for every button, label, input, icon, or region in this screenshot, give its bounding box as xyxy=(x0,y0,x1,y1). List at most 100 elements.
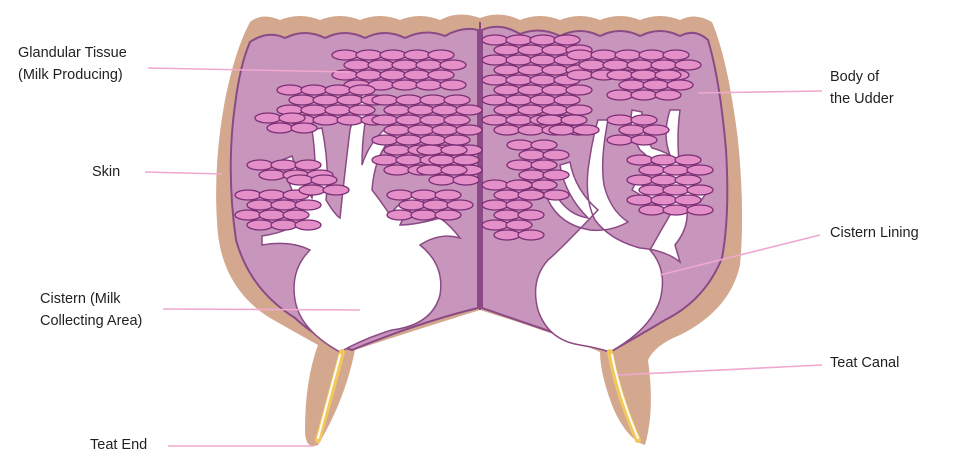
lobule xyxy=(235,190,261,200)
lobule xyxy=(663,50,689,60)
lobule xyxy=(344,60,370,70)
lobule xyxy=(440,60,466,70)
label-body-of-udder: Body of the Udder xyxy=(830,66,894,110)
lobule xyxy=(667,80,693,90)
lobule xyxy=(655,70,681,80)
lobule xyxy=(384,105,410,115)
lobule xyxy=(518,105,544,115)
lobule xyxy=(399,200,425,210)
lobule xyxy=(384,145,410,155)
lobule xyxy=(687,165,713,175)
label-glandular-tissue-line1: Glandular Tissue xyxy=(18,42,127,64)
label-teat-canal: Teat Canal xyxy=(830,352,899,374)
lobule xyxy=(506,75,532,85)
lobule xyxy=(639,165,665,175)
lobule xyxy=(567,50,593,60)
lobule xyxy=(687,185,713,195)
lobule xyxy=(420,115,446,125)
lobule xyxy=(627,195,653,205)
lobule xyxy=(259,170,285,180)
lobule xyxy=(607,90,633,100)
lobule xyxy=(607,115,633,125)
lobule xyxy=(271,220,297,230)
lobule xyxy=(428,50,454,60)
lobule xyxy=(289,95,315,105)
lobule xyxy=(619,80,645,90)
lobule xyxy=(519,170,545,180)
lobule xyxy=(554,35,580,45)
lobule xyxy=(396,115,422,125)
lobule xyxy=(627,60,653,70)
lobule xyxy=(537,115,563,125)
lobule xyxy=(429,155,455,165)
lobule xyxy=(518,65,544,75)
lobule xyxy=(482,75,508,85)
lobule xyxy=(482,220,508,230)
lobule xyxy=(301,105,327,115)
lobule xyxy=(417,165,443,175)
lobule xyxy=(247,220,273,230)
lobule xyxy=(530,95,556,105)
lobule xyxy=(507,140,533,150)
lobule xyxy=(494,65,520,75)
lobule xyxy=(420,95,446,105)
lobule xyxy=(651,155,677,165)
lobule xyxy=(255,113,281,123)
lobule xyxy=(435,210,461,220)
lobule xyxy=(416,60,442,70)
lobule xyxy=(247,160,273,170)
lobule xyxy=(506,115,532,125)
lobule xyxy=(453,155,479,165)
lobule xyxy=(440,80,466,90)
lobule xyxy=(482,115,508,125)
lobule xyxy=(356,50,382,60)
lobule xyxy=(543,190,569,200)
lobule xyxy=(518,45,544,55)
lobule xyxy=(687,205,713,215)
lobule xyxy=(506,95,532,105)
lobule xyxy=(549,125,575,135)
lobule xyxy=(631,70,657,80)
lobule xyxy=(482,200,508,210)
lobule xyxy=(444,115,470,125)
lobule xyxy=(531,160,557,170)
lobule xyxy=(631,90,657,100)
lobule xyxy=(279,113,305,123)
lobule xyxy=(408,105,434,115)
lobule xyxy=(396,95,422,105)
lobule xyxy=(325,105,351,115)
lobule xyxy=(566,105,592,115)
lobule xyxy=(643,125,669,135)
lobule xyxy=(435,190,461,200)
lobule xyxy=(627,155,653,165)
lobule xyxy=(271,200,297,210)
lobule xyxy=(368,60,394,70)
lobule xyxy=(420,135,446,145)
lobule xyxy=(432,105,458,115)
lobule xyxy=(518,210,544,220)
leader-skin xyxy=(145,172,222,174)
lobule xyxy=(384,165,410,175)
lobule xyxy=(349,105,375,115)
lobule xyxy=(607,70,633,80)
lobule xyxy=(423,200,449,210)
lobule xyxy=(441,165,467,175)
lobule xyxy=(404,50,430,60)
lobule xyxy=(567,70,593,80)
lobule xyxy=(531,180,557,190)
lobule xyxy=(311,175,337,185)
lobule xyxy=(615,50,641,60)
lobule xyxy=(603,60,629,70)
lobule xyxy=(287,175,313,185)
lobule xyxy=(494,45,520,55)
lobule xyxy=(299,185,325,195)
lobule xyxy=(518,230,544,240)
lobule xyxy=(675,60,701,70)
lobule xyxy=(655,90,681,100)
lobule xyxy=(607,135,633,145)
lobule xyxy=(428,70,454,80)
lobule xyxy=(259,210,285,220)
lobule xyxy=(482,95,508,105)
lobule xyxy=(675,195,701,205)
lobule xyxy=(441,145,467,155)
